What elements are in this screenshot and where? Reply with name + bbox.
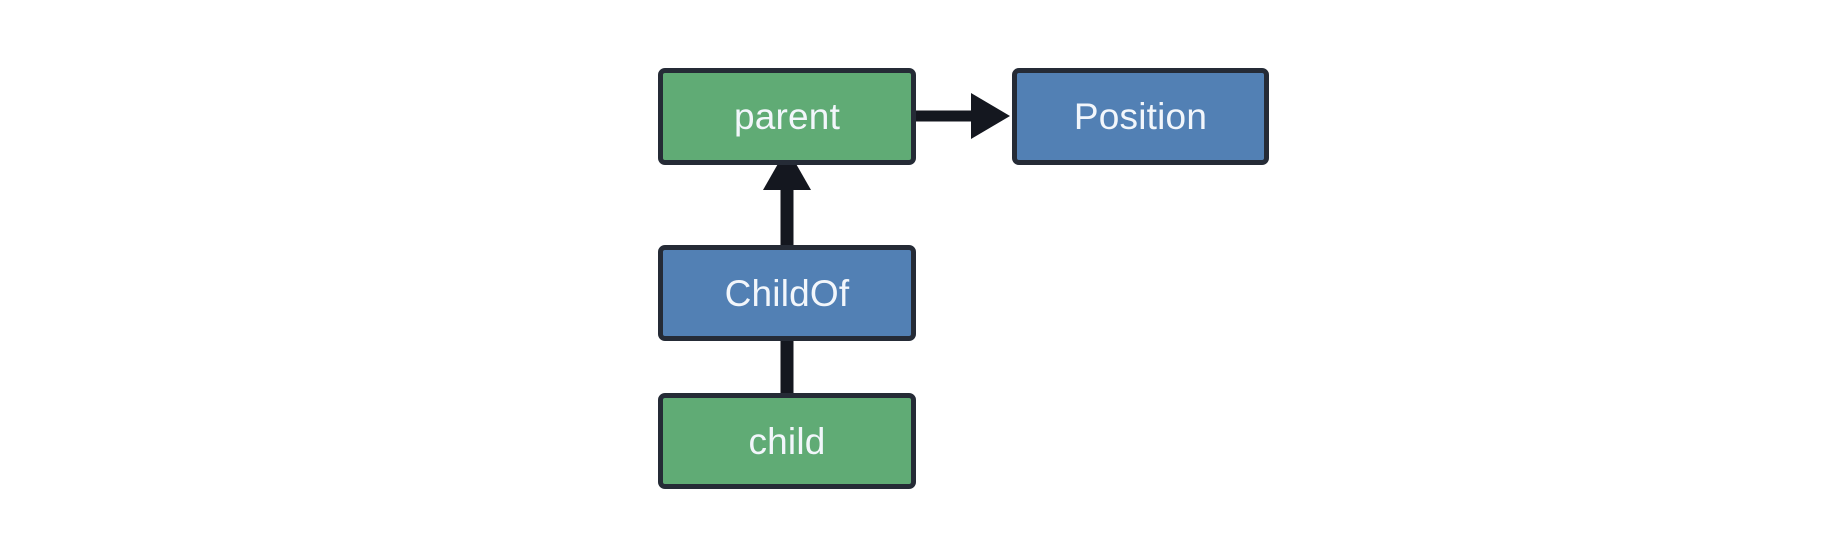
node-childof[interactable]: ChildOf [658,245,916,341]
node-childof-label: ChildOf [724,272,850,314]
node-position[interactable]: Position [1012,68,1269,165]
arrowhead-up-icon [763,148,811,190]
node-parent[interactable]: parent [658,68,916,165]
edge-parent-to-position [916,93,1010,139]
node-position-label: Position [1073,96,1208,137]
node-child-label: child [748,420,826,462]
node-parent-label: parent [733,96,841,137]
arrowhead-right-icon [971,93,1010,139]
edge-childof-to-parent [763,148,811,245]
node-child[interactable]: child [658,393,916,489]
